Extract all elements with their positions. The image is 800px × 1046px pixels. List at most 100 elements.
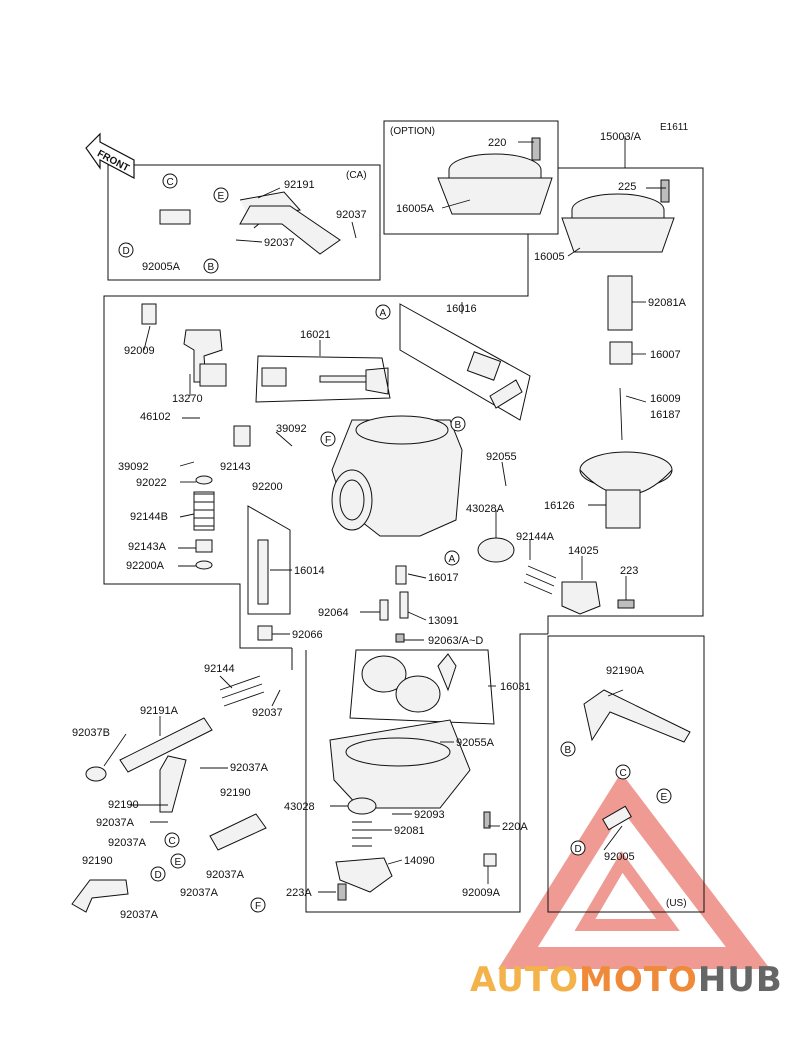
callout-E-ca: E <box>213 187 229 203</box>
callout-D-ca: D <box>118 242 134 258</box>
label-92037A-f: 92037A <box>120 909 159 921</box>
svg-text:F: F <box>325 435 331 446</box>
svg-text:E: E <box>218 191 225 202</box>
label-92055A: 92055A <box>456 737 495 749</box>
svg-text:B: B <box>455 420 462 431</box>
label-92143: 92143 <box>220 461 251 473</box>
label-92037A-c: 92037A <box>108 837 147 849</box>
callout-A-main: A <box>444 550 460 566</box>
label-92022: 92022 <box>136 477 167 489</box>
label-16009: 16009 <box>650 393 681 405</box>
label-225: 225 <box>618 181 636 193</box>
label-92191A: 92191A <box>140 705 179 717</box>
label-92190-c: 92190 <box>82 855 113 867</box>
callout-D-us: D <box>570 840 586 856</box>
svg-text:C: C <box>620 768 627 779</box>
label-92190-b: 92190 <box>108 799 139 811</box>
part-shapes <box>71 137 691 913</box>
svg-text:E: E <box>661 792 668 803</box>
svg-text:D: D <box>155 870 162 881</box>
label-220A: 220A <box>502 821 528 833</box>
label-92200: 92200 <box>252 481 283 493</box>
label-16031: 16031 <box>500 681 531 693</box>
front-arrow: FRONT <box>85 132 135 179</box>
label-92037B: 92037B <box>72 727 110 739</box>
label-14090: 14090 <box>404 855 435 867</box>
label-15003A: 15003/A <box>600 131 642 143</box>
label-92191: 92191 <box>284 179 315 191</box>
label-16126: 16126 <box>544 500 575 512</box>
label-92064: 92064 <box>318 607 349 619</box>
label-92144A: 92144A <box>516 531 555 543</box>
label-43028A: 43028A <box>466 503 505 515</box>
label-16021: 16021 <box>300 329 331 341</box>
label-223A: 223A <box>286 887 312 899</box>
label-92190-a: 92190 <box>220 787 251 799</box>
callout-C-us: C <box>615 764 631 780</box>
label-92055: 92055 <box>486 451 517 463</box>
label-92005: 92005 <box>604 851 635 863</box>
callout-B-ca: B <box>203 258 219 274</box>
label-92037A-e: 92037A <box>180 887 219 899</box>
logo-hub: HUB <box>697 960 783 1000</box>
callout-C-ca: C <box>162 173 178 189</box>
label-92093: 92093 <box>414 809 445 821</box>
label-14025: 14025 <box>568 545 599 557</box>
label-13270: 13270 <box>172 393 203 405</box>
label-13091: 13091 <box>428 615 459 627</box>
label-92144: 92144 <box>204 663 235 675</box>
svg-text:C: C <box>169 836 176 847</box>
label-223: 223 <box>620 565 638 577</box>
diagram-code: E1611 <box>660 122 689 133</box>
svg-text:C: C <box>167 177 174 188</box>
label-220: 220 <box>488 137 506 149</box>
option-label: (OPTION) <box>390 126 435 137</box>
label-39092-b: 39092 <box>118 461 149 473</box>
leader-lines <box>103 136 666 893</box>
logo-moto: MOTO <box>578 960 698 1000</box>
label-92037-c: 92037 <box>252 707 283 719</box>
watermark-triangle <box>498 772 771 969</box>
label-92037A-d: 92037A <box>206 869 245 881</box>
label-16005A: 16005A <box>396 203 435 215</box>
callout-B-main: B <box>450 416 466 432</box>
svg-text:A: A <box>449 554 456 565</box>
svg-text:F: F <box>255 901 261 912</box>
label-92037A-a: 92037A <box>230 762 269 774</box>
ca-label: (CA) <box>346 170 367 181</box>
region-outlines <box>103 120 705 913</box>
callout-circles: C E D B A B F A C E D F B C E D <box>118 173 672 913</box>
label-16016: 16016 <box>446 303 477 315</box>
callout-F-main: F <box>320 431 336 447</box>
label-92190A: 92190A <box>606 665 645 677</box>
label-16007: 16007 <box>650 349 681 361</box>
logo-auto: AUTO <box>470 960 579 1000</box>
label-39092-a: 39092 <box>276 423 307 435</box>
label-92143A: 92143A <box>128 541 167 553</box>
callout-C-lower: C <box>164 832 180 848</box>
label-92081A: 92081A <box>648 297 687 309</box>
label-92063AD: 92063/A~D <box>428 635 483 647</box>
label-92081: 92081 <box>394 825 425 837</box>
label-92009: 92009 <box>124 345 155 357</box>
part-labels: 220 15003/A 92191 92037 92037 92005 A 225… <box>72 131 687 921</box>
label-92037-ca-b: 92037 <box>264 237 295 249</box>
callout-E-lower: E <box>170 853 186 869</box>
label-92066: 92066 <box>292 629 323 641</box>
callout-E-us: E <box>656 788 672 804</box>
svg-text:B: B <box>208 262 215 273</box>
callout-B-us: B <box>560 741 576 757</box>
svg-text:D: D <box>123 246 130 257</box>
label-92144B: 92144B <box>130 511 168 523</box>
label-92037A-b: 92037A <box>96 817 135 829</box>
label-16017: 16017 <box>428 572 459 584</box>
label-16187: 16187 <box>650 409 681 421</box>
svg-text:E: E <box>175 857 182 868</box>
us-label: (US) <box>666 898 687 909</box>
label-43028: 43028 <box>284 801 315 813</box>
svg-text:D: D <box>575 844 582 855</box>
callout-F-lower: F <box>250 897 266 913</box>
label-16014: 16014 <box>294 565 325 577</box>
svg-text:A: A <box>380 308 387 319</box>
